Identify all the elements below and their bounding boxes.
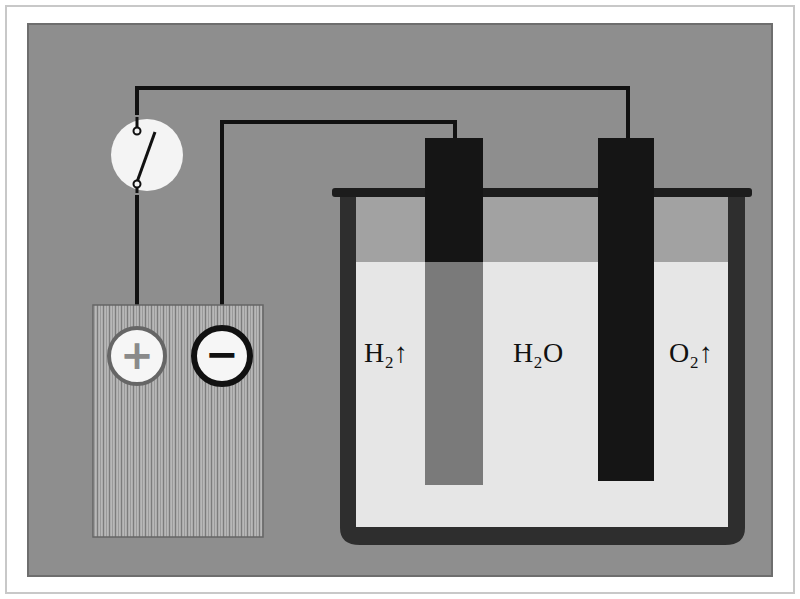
background (28, 24, 772, 576)
switch-terminal (136, 117, 139, 128)
plus-sign: + (120, 335, 154, 375)
cathode (425, 138, 483, 268)
water (356, 262, 728, 527)
chemical-label: O₂↑ (669, 339, 713, 367)
positive-terminal (109, 328, 165, 384)
minus-sign: − (205, 334, 239, 374)
air (356, 197, 728, 262)
wire (137, 88, 628, 140)
cathode (425, 262, 483, 485)
frame (6, 6, 794, 593)
battery (93, 305, 263, 537)
switch-terminal (136, 188, 139, 193)
beaker (340, 196, 745, 545)
wire (135, 195, 139, 305)
switch-disc (111, 119, 183, 191)
switch-contact (134, 128, 141, 135)
negative-terminal (194, 328, 250, 384)
beaker-rim (332, 188, 752, 197)
chemical-label: H₂↑ (364, 339, 408, 367)
switch-lever (137, 132, 155, 182)
switch-contact (134, 181, 141, 188)
chemical-label: H₂O (513, 339, 563, 367)
anode (598, 138, 654, 481)
